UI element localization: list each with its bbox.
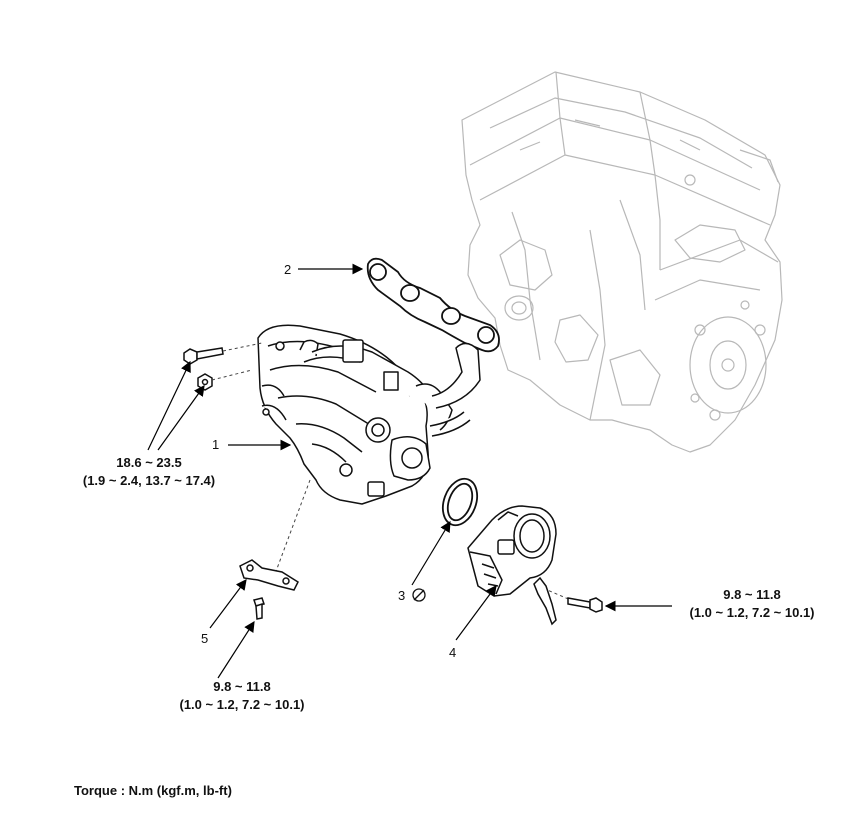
leader-torque-bolt xyxy=(147,360,191,451)
intake-gasket xyxy=(366,257,500,353)
torque-alt-values: (1.0 ~ 1.2, 7.2 ~ 10.1) xyxy=(689,605,815,620)
torque-unit-legend: Torque : N.m (kgf.m, lb-ft) xyxy=(74,783,232,798)
torque-alt-values: (1.9 ~ 2.4, 13.7 ~ 17.4) xyxy=(82,473,216,488)
torque-spec-bracket: 9.8 ~ 11.8 (1.0 ~ 1.2, 7.2 ~ 10.1) xyxy=(162,678,322,714)
callout-5: 5 xyxy=(201,631,209,646)
callout-4: 4 xyxy=(449,645,457,660)
throttle-gasket-ring xyxy=(441,477,479,527)
manifold-nut-2 xyxy=(197,373,213,391)
leader-torque-bracket xyxy=(217,620,255,679)
throttle-body xyxy=(467,505,557,597)
throttle-bracket xyxy=(533,576,557,626)
torque-spec-throttle: 9.8 ~ 11.8 (1.0 ~ 1.2, 7.2 ~ 10.1) xyxy=(672,586,832,622)
intake-manifold xyxy=(257,324,481,505)
engine-block xyxy=(461,71,783,453)
throttle-bolt xyxy=(567,597,603,613)
leader-5 xyxy=(209,579,247,629)
manifold-bracket xyxy=(239,559,299,591)
torque-nm-value: 9.8 ~ 11.8 xyxy=(213,679,271,694)
leader-3 xyxy=(411,520,451,586)
bracket-bolt xyxy=(253,597,265,620)
manifold-bolt-1 xyxy=(183,347,224,365)
callout-3: 3 xyxy=(398,588,406,603)
torque-nm-value: 9.8 ~ 11.8 xyxy=(723,587,781,602)
leader-4 xyxy=(455,585,497,641)
torque-spec-manifold: 18.6 ~ 23.5 (1.9 ~ 2.4, 13.7 ~ 17.4) xyxy=(44,454,254,490)
callout-1: 1 xyxy=(212,437,220,452)
torque-alt-values: (1.0 ~ 1.2, 7.2 ~ 10.1) xyxy=(179,697,305,712)
leader-torque-nut xyxy=(157,385,205,451)
replace-part-icon xyxy=(412,588,426,602)
torque-nm-value: 18.6 ~ 23.5 xyxy=(116,455,182,470)
callout-2: 2 xyxy=(284,262,292,277)
